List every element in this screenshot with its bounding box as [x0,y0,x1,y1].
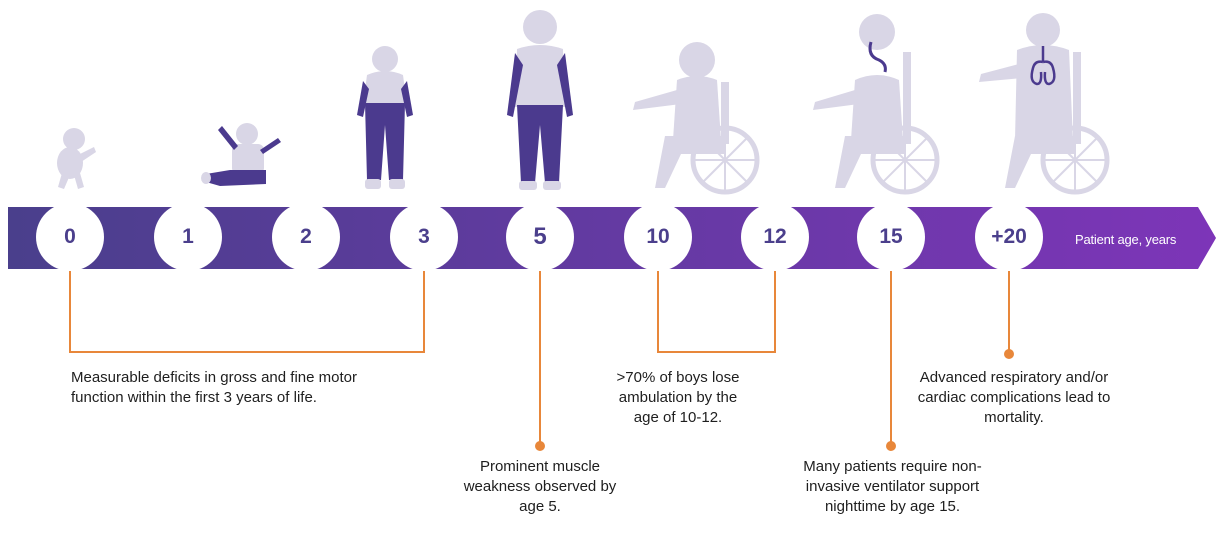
baby-figure [201,123,281,186]
toddler-figure [357,46,413,189]
age-label: 3 [418,225,430,248]
newborn-figure [57,128,96,189]
connector-motor [69,271,425,353]
age-marker-5: 5 [506,203,574,271]
age-marker-3: 3 [390,203,458,271]
age-marker-2: 2 [272,203,340,271]
age-label: 0 [64,225,76,248]
age-marker-12: 12 [741,203,809,271]
age-label: 10 [646,225,670,248]
age-marker-1: 1 [154,203,222,271]
age-label: 1 [182,225,194,248]
axis-label: Patient age, years [1075,232,1177,247]
connector-dot [535,441,545,451]
annotation-weakness: Prominent muscle weakness observed by ag… [463,458,617,515]
age-label: 5 [533,223,547,250]
age-marker-10: 10 [624,203,692,271]
age-marker-15: 15 [857,203,925,271]
connector-dot [1004,349,1014,359]
annotation-mortality: Advanced respiratory and/or cardiac comp… [917,369,1111,426]
annotation-motor: Measurable deficits in gross and fine mo… [71,369,357,406]
age-label: 12 [763,225,787,248]
annotation-ambulation: >70% of boys lose ambulation by the age … [616,369,740,426]
wheelchair-lungs-figure [979,13,1110,195]
connector-dot [886,441,896,451]
age-label: +20 [991,225,1027,248]
age-marker-20: +20 [975,203,1043,271]
child-figure [507,10,573,190]
wheelchair-ventilator-figure [813,14,940,195]
age-marker-0: 0 [36,203,104,271]
wheelchair-figure [633,42,760,195]
age-label: 2 [300,225,312,248]
age-label: 15 [879,225,903,248]
annotation-ventilator: Many patients require non-invasive venti… [803,458,982,515]
connector-ambulation [657,271,776,353]
